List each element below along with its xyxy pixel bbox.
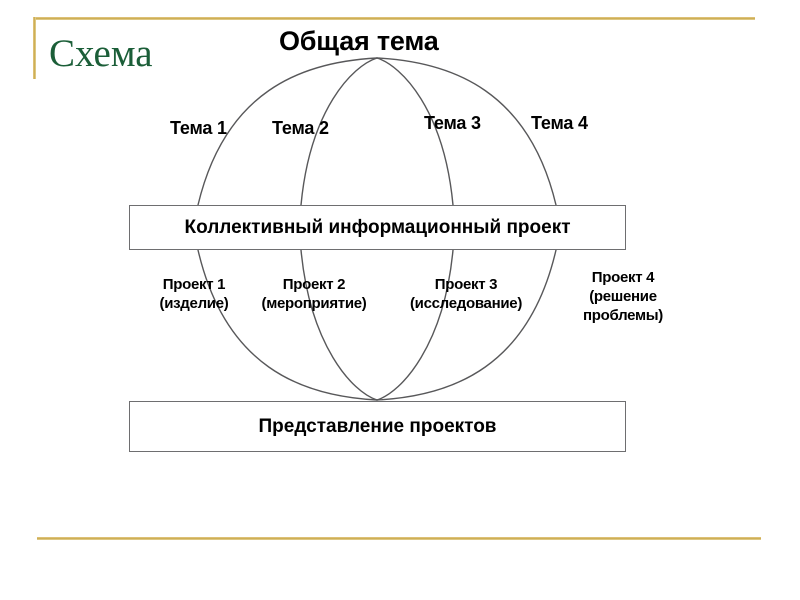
presentation-label: Представление проектов — [258, 415, 497, 437]
arc-upper-2 — [300, 57, 378, 206]
slide-title: Схема — [49, 32, 153, 75]
theme-label-4: Тема 4 — [531, 113, 588, 133]
arc-upper-1 — [197, 57, 378, 206]
project-label-1-line2: (изделие) — [159, 295, 229, 312]
project-label-1-line1: Проект 1 — [162, 276, 226, 293]
arc-upper-4 — [376, 57, 557, 206]
arc-lower-1 — [197, 249, 378, 401]
arc-upper-3 — [376, 57, 454, 206]
frame-rule-top — [33, 17, 755, 20]
project-label-2-line1: Проект 2 — [282, 276, 346, 293]
project-label-2: Проект 2 (мероприятие) — [253, 275, 375, 313]
collective-project-box: Коллективный информационный проект — [129, 205, 626, 250]
frame-rule-bottom — [37, 537, 761, 540]
arc-lower-3 — [376, 249, 454, 401]
frame-rule-left — [33, 17, 36, 79]
arc-lower-4 — [376, 249, 557, 401]
arc-lower-2 — [300, 249, 378, 401]
project-label-3-line2: (исследование) — [409, 295, 523, 312]
project-label-3: Проект 3 (исследование) — [398, 275, 534, 313]
theme-label-3: Тема 3 — [424, 113, 481, 133]
diagram-title: Общая тема — [279, 26, 439, 56]
project-label-4: Проект 4 (решение проблемы) — [566, 268, 680, 325]
theme-label-2: Тема 2 — [272, 118, 329, 138]
project-label-2-line2: (мероприятие) — [261, 295, 367, 312]
theme-label-1: Тема 1 — [170, 118, 227, 138]
project-label-4-line2: (решение — [589, 288, 657, 305]
project-label-4-line3: проблемы) — [583, 307, 663, 324]
project-label-1: Проект 1 (изделие) — [142, 275, 246, 313]
collective-project-label: Коллективный информационный проект — [184, 216, 571, 238]
project-label-4-line1: Проект 4 — [591, 269, 655, 286]
project-label-3-line1: Проект 3 — [434, 276, 498, 293]
presentation-box: Представление проектов — [129, 401, 626, 452]
